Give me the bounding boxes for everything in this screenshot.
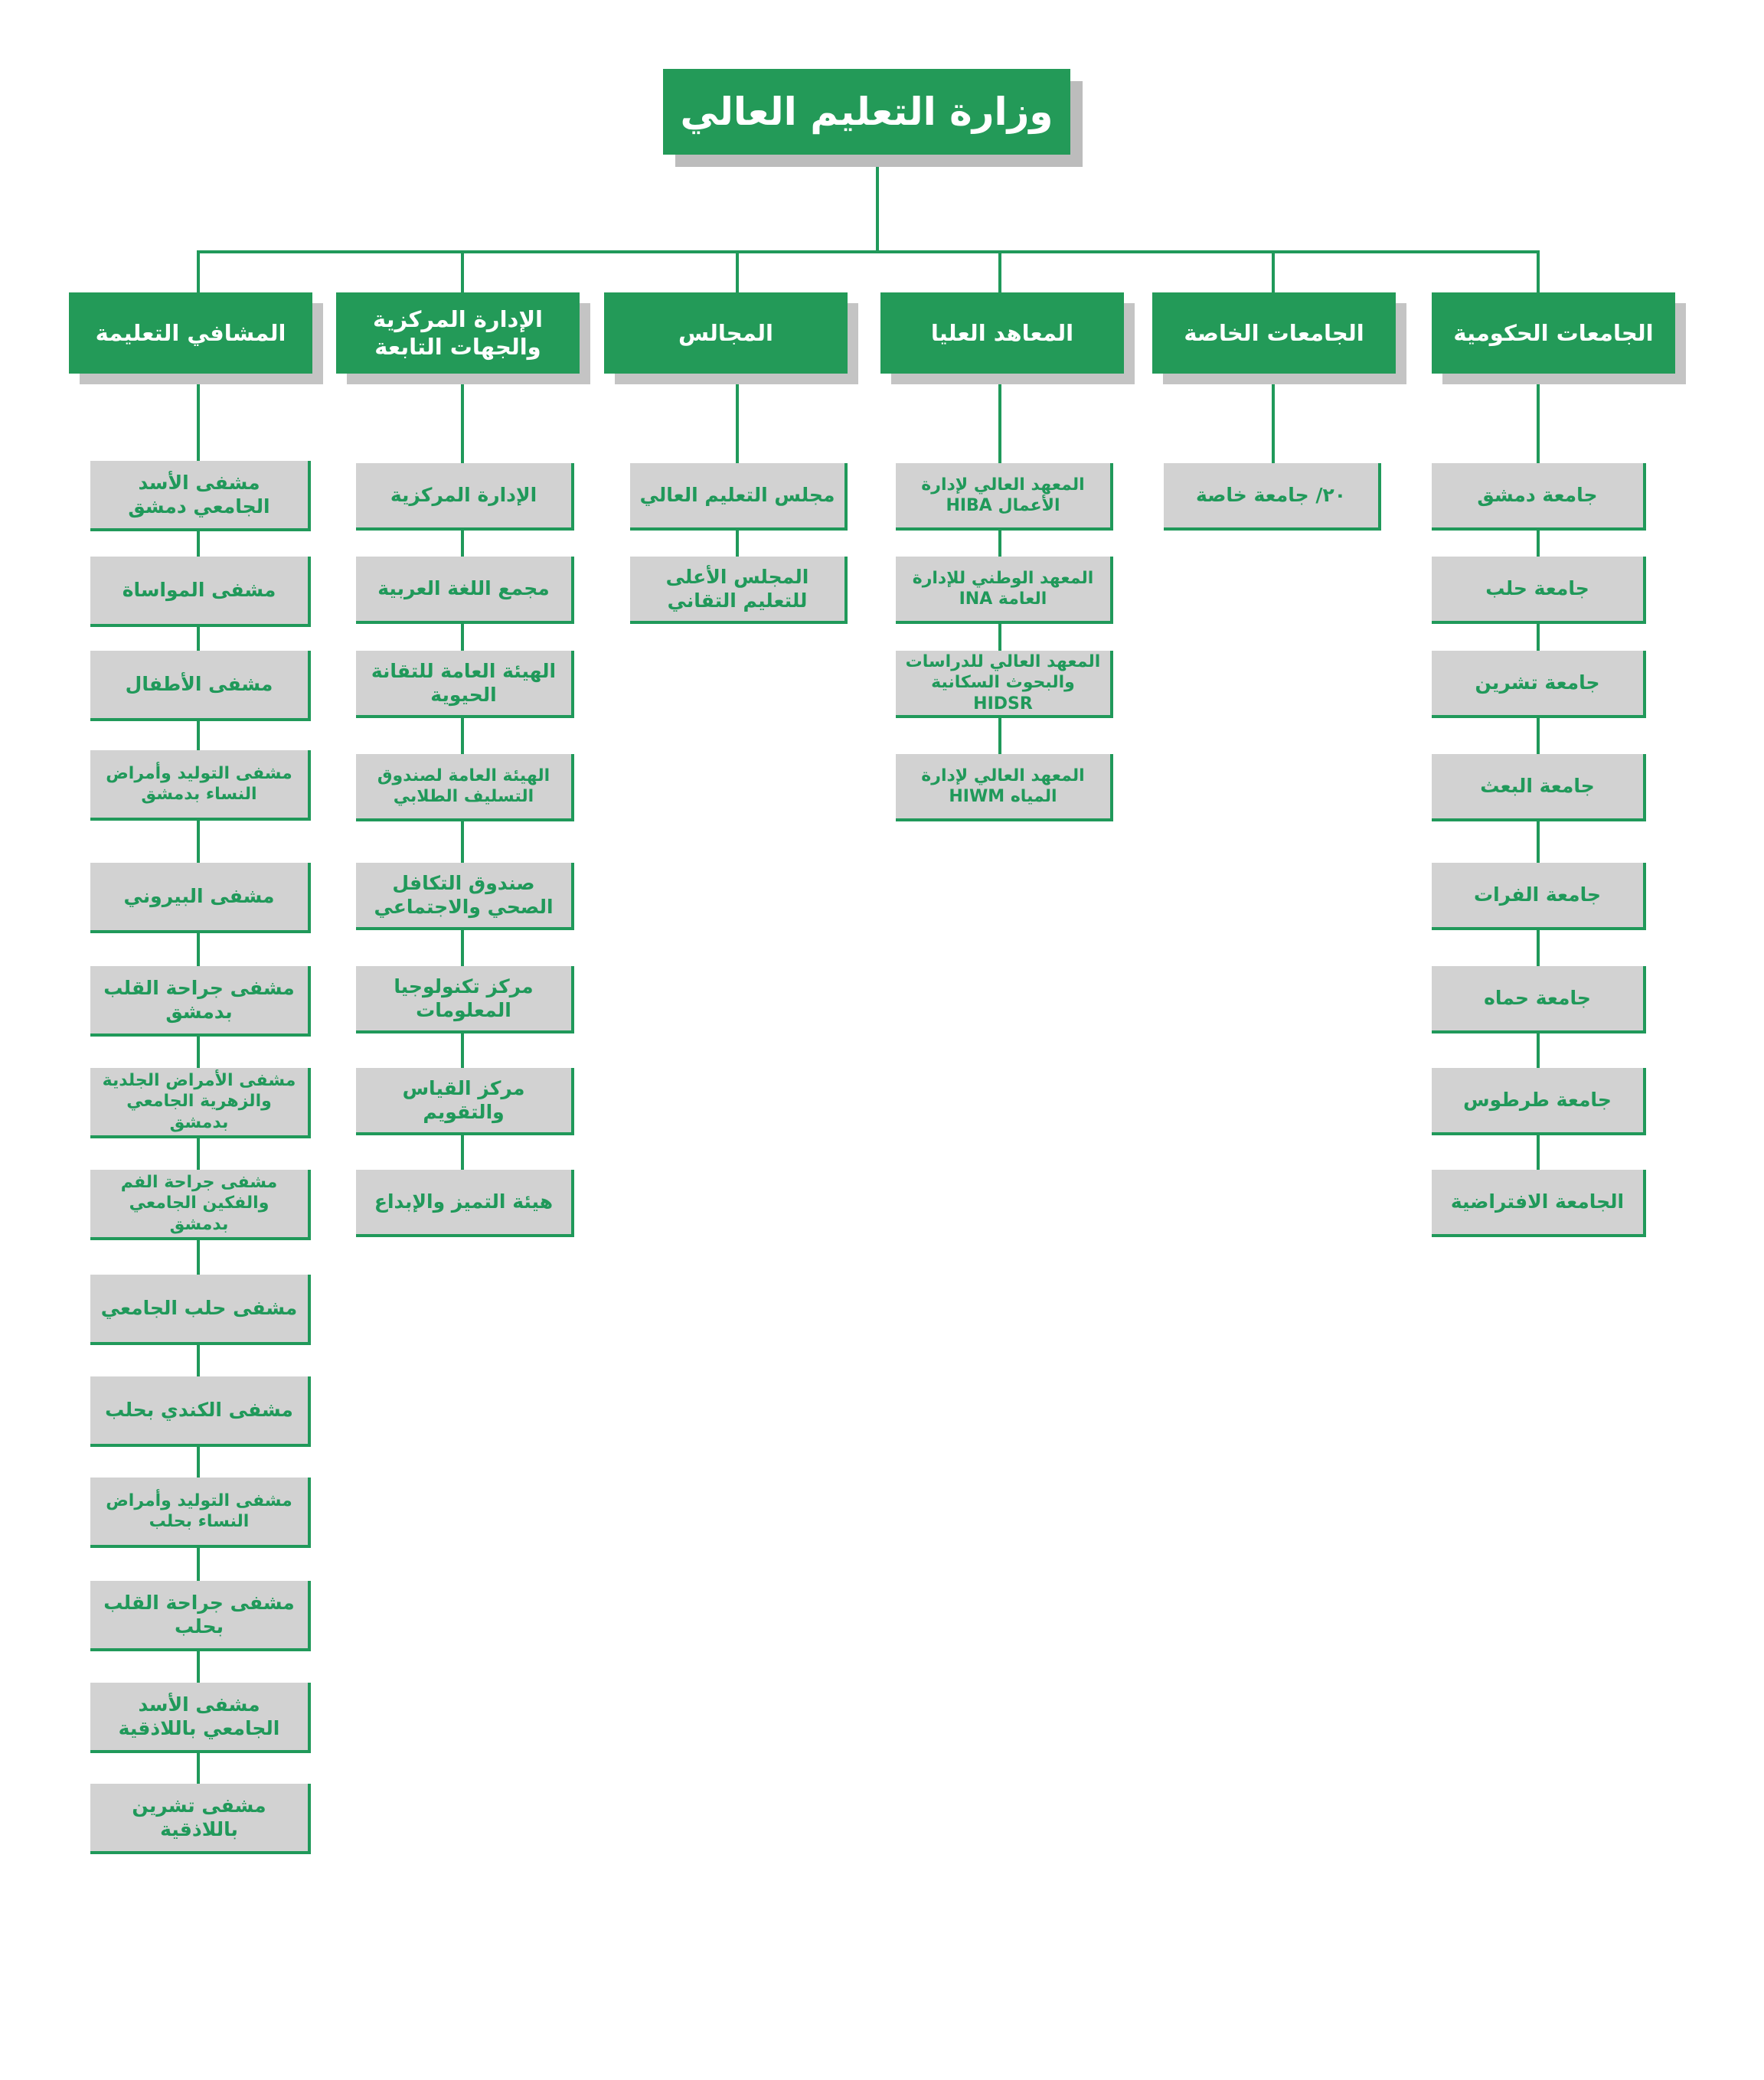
category-drop-connector [736, 252, 739, 292]
hospital-item: مشفى الكندي بحلب [90, 1376, 311, 1447]
central-admin-item: مركز تكنولوجيا المعلومات [356, 966, 574, 1033]
category-gov-universities: الجامعات الحكومية [1432, 292, 1675, 374]
hospital-item: مشفى جراحة الفم والفكين الجامعي بدمشق [90, 1170, 311, 1240]
hospital-item: مشفى حلب الجامعي [90, 1275, 311, 1345]
higher-institute-item: المعهد العالي لإدارة الأعمال HIBA [896, 463, 1113, 531]
hospital-item: مشفى المواساة [90, 557, 311, 627]
hospital-item: مشفى جراحة القلب بحلب [90, 1581, 311, 1651]
hospital-item: مشفى الأسد الجامعي دمشق [90, 461, 311, 531]
central-admin-item: الهيئة العامة للتقانة الحيوية [356, 651, 574, 718]
central-admin-item: مجمع اللغة العربية [356, 557, 574, 624]
central-admin-item: الإدارة المركزية [356, 463, 574, 531]
column-spine-connector [1272, 374, 1275, 497]
higher-institute-item: المعهد العالي لإدارة المياه HIWM [896, 754, 1113, 821]
council-item: المجلس الأعلى للتعليم التقاني [630, 557, 848, 624]
council-item: مجلس التعليم العالي [630, 463, 848, 531]
private-university-item: ٢٠/ جامعة خاصة [1164, 463, 1381, 531]
hospital-item: مشفى البيروني [90, 863, 311, 933]
gov-university-item: جامعة البعث [1432, 754, 1646, 821]
hospital-item: مشفى تشرين باللاذقية [90, 1784, 311, 1854]
bus-connector [197, 250, 1540, 253]
gov-university-item: الجامعة الافتراضية [1432, 1170, 1646, 1237]
gov-university-item: جامعة دمشق [1432, 463, 1646, 531]
gov-university-item: جامعة الفرات [1432, 863, 1646, 930]
hospital-item: مشفى التوليد وأمراض النساء بدمشق [90, 750, 311, 821]
central-admin-item: هيئة التميز والإبداع [356, 1170, 574, 1237]
hospital-item: مشفى الأمراض الجلدية والزهرية الجامعي بد… [90, 1068, 311, 1138]
gov-university-item: جامعة تشرين [1432, 651, 1646, 718]
category-drop-connector [1272, 252, 1275, 292]
central-admin-item: مركز القياس والتقويم [356, 1068, 574, 1135]
category-drop-connector [998, 252, 1001, 292]
hospital-item: مشفى الأسد الجامعي باللاذقية [90, 1683, 311, 1753]
category-drop-connector [1537, 252, 1540, 292]
gov-university-item: جامعة طرطوس [1432, 1068, 1646, 1135]
gov-university-item: جامعة حماه [1432, 966, 1646, 1033]
trunk-connector [876, 155, 879, 252]
hospital-item: مشفى جراحة القلب بدمشق [90, 966, 311, 1037]
higher-institute-item: المعهد الوطني للإدارة العامة INA [896, 557, 1113, 624]
category-councils: المجالس [604, 292, 848, 374]
central-admin-item: الهيئة العامة لصندوق التسليف الطلابي [356, 754, 574, 821]
hospital-item: مشفى التوليد وأمراض النساء بحلب [90, 1478, 311, 1548]
hospital-item: مشفى الأطفال [90, 651, 311, 721]
category-central-admin: الإدارة المركزية والجهات التابعة [336, 292, 580, 374]
category-higher-institutes: المعاهد العليا [880, 292, 1124, 374]
root-node: وزارة التعليم العالي [663, 69, 1070, 155]
category-drop-connector [197, 252, 200, 292]
central-admin-item: صندوق التكافل الصحي والاجتماعي [356, 863, 574, 930]
category-drop-connector [461, 252, 464, 292]
category-teaching-hospitals: المشافي التعليمة [69, 292, 312, 374]
gov-university-item: جامعة حلب [1432, 557, 1646, 624]
category-private-universities: الجامعات الخاصة [1152, 292, 1396, 374]
higher-institute-item: المعهد العالي للدراسات والبحوث السكانية … [896, 651, 1113, 718]
